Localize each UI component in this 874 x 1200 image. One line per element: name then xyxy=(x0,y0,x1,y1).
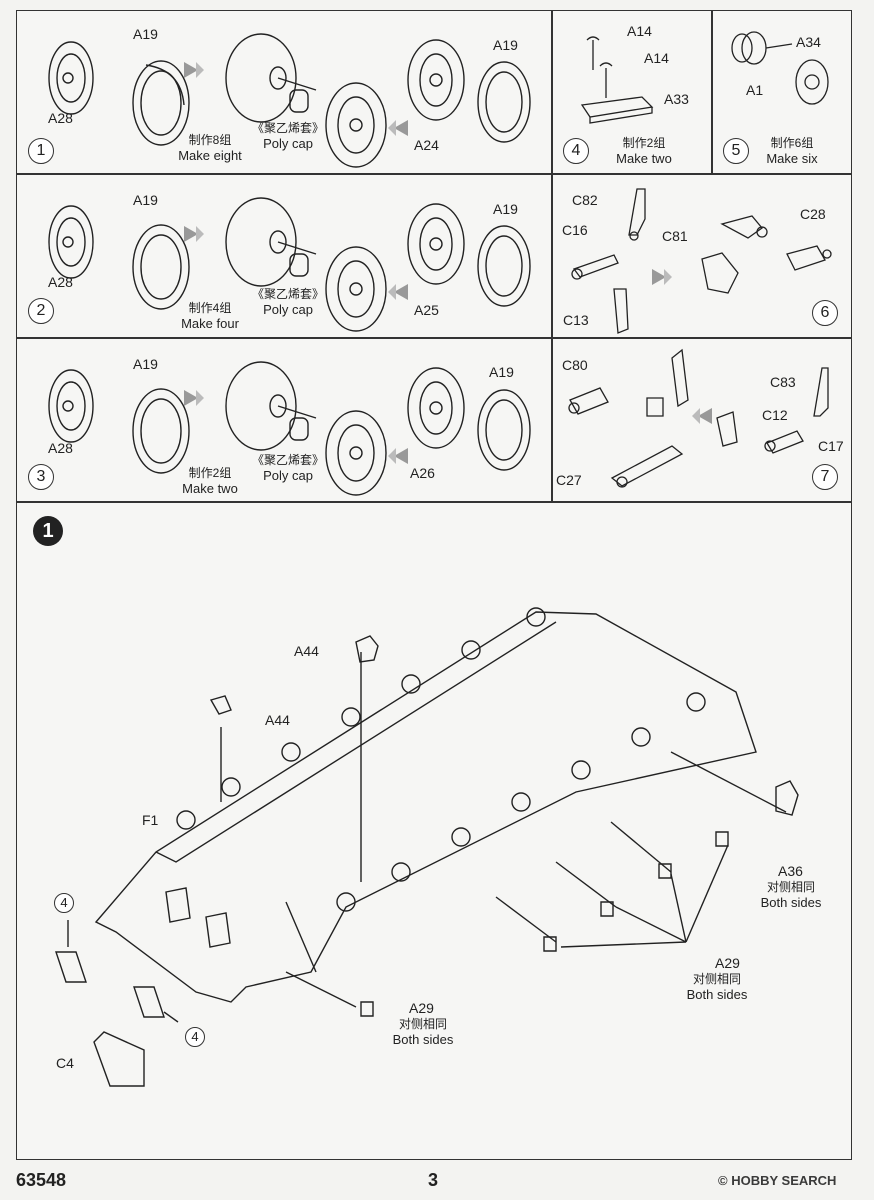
part-label: A44 xyxy=(294,643,319,659)
substep-reference: 4 xyxy=(54,893,74,913)
copyright-icon: © xyxy=(718,1173,728,1188)
poly-cap-cn: 《聚乙烯套》 xyxy=(251,287,324,301)
substep-number: 3 xyxy=(28,464,54,490)
quantity-cn: 制作8组 xyxy=(188,133,232,147)
part-label-inner: A25 xyxy=(414,302,439,318)
both-sides-en: Both sides xyxy=(760,895,822,910)
substep-reference: 4 xyxy=(185,1027,205,1047)
quantity-en: Make four xyxy=(181,316,239,331)
part-label: C4 xyxy=(56,1055,74,1071)
part-label-tire: A19 xyxy=(493,37,518,53)
poly-cap-cn: 《聚乙烯套》 xyxy=(251,453,324,467)
main-step-panel xyxy=(16,502,852,1160)
part-label-tire: A19 xyxy=(133,356,158,372)
quantity-cn: 制作2组 xyxy=(622,136,666,150)
quantity-caption: 制作4组 Make four xyxy=(160,301,260,331)
both-sides-caption: 对侧相同 Both sides xyxy=(746,880,836,910)
part-label: A14 xyxy=(627,23,652,39)
both-sides-en: Both sides xyxy=(686,987,748,1002)
part-label-tire: A19 xyxy=(133,26,158,42)
main-step-badge: 1 xyxy=(33,516,63,546)
substep-number: 6 xyxy=(812,300,838,326)
part-label: A29 xyxy=(409,1000,434,1016)
poly-cap-caption: 《聚乙烯套》 Poly cap xyxy=(248,287,328,317)
quantity-en: Make two xyxy=(616,151,672,166)
substep-number: 1 xyxy=(28,138,54,164)
part-label: C81 xyxy=(662,228,688,244)
part-label-inner: A26 xyxy=(410,465,435,481)
part-label: C80 xyxy=(562,357,588,373)
part-label: A29 xyxy=(715,955,740,971)
part-label-tire: A19 xyxy=(133,192,158,208)
part-label-tire: A19 xyxy=(489,364,514,380)
substep-number: 4 xyxy=(563,138,589,164)
watermark-text: HOBBY SEARCH xyxy=(731,1173,837,1188)
part-label: A1 xyxy=(746,82,764,98)
part-label-hub: A28 xyxy=(48,440,73,456)
quantity-cn: 制作2组 xyxy=(188,466,232,480)
both-sides-cn: 对侧相同 xyxy=(398,1017,447,1031)
page-number: 3 xyxy=(428,1170,439,1190)
poly-cap-en: Poly cap xyxy=(263,302,313,317)
part-label: C13 xyxy=(563,312,589,328)
step7-diagram xyxy=(568,348,829,488)
both-sides-cn: 对侧相同 xyxy=(766,880,815,894)
quantity-caption: 制作2组 Make two xyxy=(160,466,260,496)
part-label: C83 xyxy=(770,374,796,390)
poly-cap-cn: 《聚乙烯套》 xyxy=(251,121,324,135)
part-label: C16 xyxy=(562,222,588,238)
quantity-en: Make two xyxy=(182,481,238,496)
part-label: A14 xyxy=(644,50,669,66)
part-label: C27 xyxy=(556,472,582,488)
quantity-caption: 制作8组 Make eight xyxy=(160,133,260,163)
wheel-diagram-row-3 xyxy=(48,361,531,496)
part-label: A44 xyxy=(265,712,290,728)
quantity-en: Make eight xyxy=(178,148,242,163)
poly-cap-caption: 《聚乙烯套》 Poly cap xyxy=(248,121,328,151)
quantity-cn: 制作6组 xyxy=(770,136,814,150)
both-sides-caption: 对侧相同 Both sides xyxy=(672,972,762,1002)
substep-number: 5 xyxy=(723,138,749,164)
part-label: A34 xyxy=(796,34,821,50)
part-label-hub: A28 xyxy=(48,274,73,290)
quantity-caption: 制作6组 Make six xyxy=(752,136,832,166)
part-label: C82 xyxy=(572,192,598,208)
substep-number: 7 xyxy=(812,464,838,490)
step6-diagram xyxy=(571,188,832,334)
part-label: C28 xyxy=(800,206,826,222)
part-label: A33 xyxy=(664,91,689,107)
quantity-en: Make six xyxy=(766,151,818,166)
kit-number: 63548 xyxy=(16,1170,67,1190)
part-label: C12 xyxy=(762,407,788,423)
part-label-hub: A28 xyxy=(48,110,73,126)
poly-cap-en: Poly cap xyxy=(263,136,313,151)
substep-number: 2 xyxy=(28,298,54,324)
poly-cap-caption: 《聚乙烯套》 Poly cap xyxy=(248,453,328,483)
quantity-caption: 制作2组 Make two xyxy=(604,136,684,166)
quantity-cn: 制作4组 xyxy=(188,301,232,315)
both-sides-cn: 对侧相同 xyxy=(692,972,741,986)
step6-panel xyxy=(552,174,852,338)
watermark: © HOBBY SEARCH xyxy=(718,1173,836,1188)
both-sides-caption: 对侧相同 Both sides xyxy=(378,1017,468,1047)
part-label-inner: A24 xyxy=(414,137,439,153)
step7-panel xyxy=(552,338,852,502)
poly-cap-en: Poly cap xyxy=(263,468,313,483)
part-label: F1 xyxy=(142,812,159,828)
both-sides-en: Both sides xyxy=(392,1032,454,1047)
step5-diagram xyxy=(731,31,829,105)
wheel-diagram-row-2 xyxy=(48,197,531,332)
part-label: C17 xyxy=(818,438,844,454)
part-label-tire: A19 xyxy=(493,201,518,217)
part-label: A36 xyxy=(778,863,803,879)
hull-diagram xyxy=(55,607,799,1087)
wheel-diagram-row-1 xyxy=(48,33,531,168)
step4-diagram xyxy=(580,36,654,124)
